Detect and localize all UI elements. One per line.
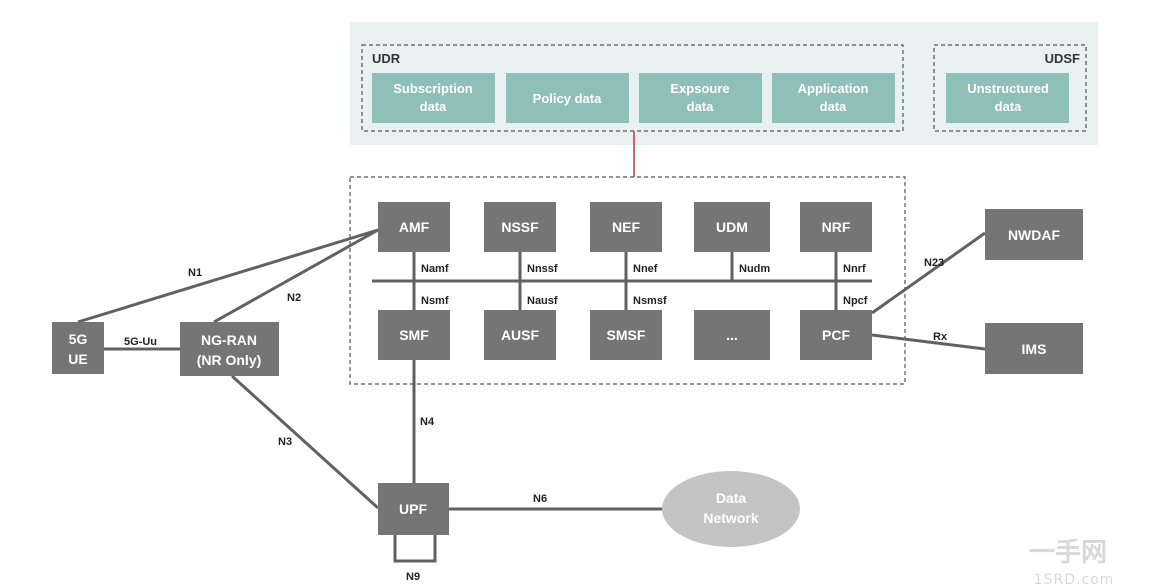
nf-ausf[interactable]: AUSF	[484, 310, 556, 360]
svg-text:...: ...	[726, 327, 738, 343]
svg-text:Network: Network	[703, 510, 758, 526]
nf-pcf[interactable]: PCF	[800, 310, 872, 360]
svg-text:data: data	[420, 99, 448, 114]
nf-smsf[interactable]: SMSF	[590, 310, 662, 360]
iface-nnrf: Nnrf	[843, 263, 866, 275]
svg-text:Expsoure: Expsoure	[670, 81, 729, 96]
svg-text:SMF: SMF	[399, 327, 429, 343]
nf-smf[interactable]: SMF	[378, 310, 450, 360]
svg-text:NRF: NRF	[822, 219, 851, 235]
core-network-group	[349, 176, 906, 385]
node-data-network[interactable]: Data Network	[662, 471, 800, 547]
iface-nsmsf: Nsmsf	[633, 295, 667, 307]
iface-namf: Namf	[421, 263, 449, 275]
svg-text:Data: Data	[716, 490, 747, 506]
svg-text:UE: UE	[68, 351, 87, 367]
link-label-n23: N23	[924, 257, 944, 269]
svg-text:(NR Only): (NR Only)	[197, 352, 262, 368]
nf-nrf[interactable]: NRF	[800, 202, 872, 252]
iface-nnef: Nnef	[633, 263, 658, 275]
svg-text:UDM: UDM	[716, 219, 748, 235]
node-nwdaf[interactable]: NWDAF	[985, 209, 1083, 260]
link-label-n9: N9	[406, 571, 420, 583]
nf-nssf[interactable]: NSSF	[484, 202, 556, 252]
udr-item-policy[interactable]: Policy data	[506, 73, 629, 123]
svg-text:Policy data: Policy data	[533, 91, 602, 106]
udr-title: UDR	[372, 51, 401, 66]
svg-text:5G: 5G	[69, 331, 88, 347]
svg-text:AMF: AMF	[399, 219, 430, 235]
udsf-item-unstructured[interactable]: Unstructured data	[946, 73, 1069, 123]
udr-item-subscription[interactable]: Subscription data	[372, 73, 495, 123]
svg-text:data: data	[687, 99, 715, 114]
svg-text:UPF: UPF	[399, 501, 427, 517]
iface-nausf: Nausf	[527, 295, 558, 307]
udsf-title: UDSF	[1045, 51, 1080, 66]
udr-item-exposure[interactable]: Expsoure data	[639, 73, 762, 123]
svg-text:NG-RAN: NG-RAN	[201, 332, 257, 348]
link-label-n4: N4	[420, 416, 435, 428]
link-label-n1: N1	[188, 267, 202, 279]
reference-links	[77, 228, 986, 563]
iface-nsmf: Nsmf	[421, 295, 449, 307]
svg-text:一手网: 一手网	[1029, 538, 1107, 568]
link-label-uu: 5G-Uu	[124, 336, 157, 348]
node-ng-ran[interactable]: NG-RAN (NR Only)	[180, 322, 279, 376]
svg-text:1SRD.com: 1SRD.com	[1034, 572, 1115, 588]
nf-nef[interactable]: NEF	[590, 202, 662, 252]
svg-text:Subscription: Subscription	[393, 81, 473, 96]
svg-text:Application: Application	[798, 81, 869, 96]
svg-text:Unstructured: Unstructured	[967, 81, 1049, 96]
svg-text:SMSF: SMSF	[607, 327, 646, 343]
svg-text:PCF: PCF	[822, 327, 850, 343]
watermark: 一手网 1SRD.com	[1029, 538, 1115, 588]
iface-npcf: Npcf	[843, 295, 868, 307]
iface-nudm: Nudm	[739, 263, 770, 275]
node-upf[interactable]: UPF	[378, 483, 449, 535]
nf-amf[interactable]: AMF	[378, 202, 450, 252]
link-label-n2: N2	[287, 292, 301, 304]
svg-text:IMS: IMS	[1022, 341, 1047, 357]
sbi-bus	[372, 252, 872, 310]
iface-nnssf: Nnssf	[527, 263, 558, 275]
link-label-rx: Rx	[933, 331, 948, 343]
nf-udm[interactable]: UDM	[694, 202, 770, 252]
svg-text:NSSF: NSSF	[501, 219, 539, 235]
node-5g-ue[interactable]: 5G UE	[52, 322, 104, 374]
svg-text:AUSF: AUSF	[501, 327, 540, 343]
udr-item-application[interactable]: Application data	[772, 73, 895, 123]
link-label-n3: N3	[278, 436, 292, 448]
link-label-n6: N6	[533, 493, 547, 505]
svg-text:NWDAF: NWDAF	[1008, 227, 1061, 243]
udr-group	[361, 44, 904, 132]
svg-text:data: data	[820, 99, 848, 114]
node-ims[interactable]: IMS	[985, 323, 1083, 374]
svg-text:NEF: NEF	[612, 219, 640, 235]
svg-text:data: data	[995, 99, 1023, 114]
nf-more[interactable]: ...	[694, 310, 770, 360]
